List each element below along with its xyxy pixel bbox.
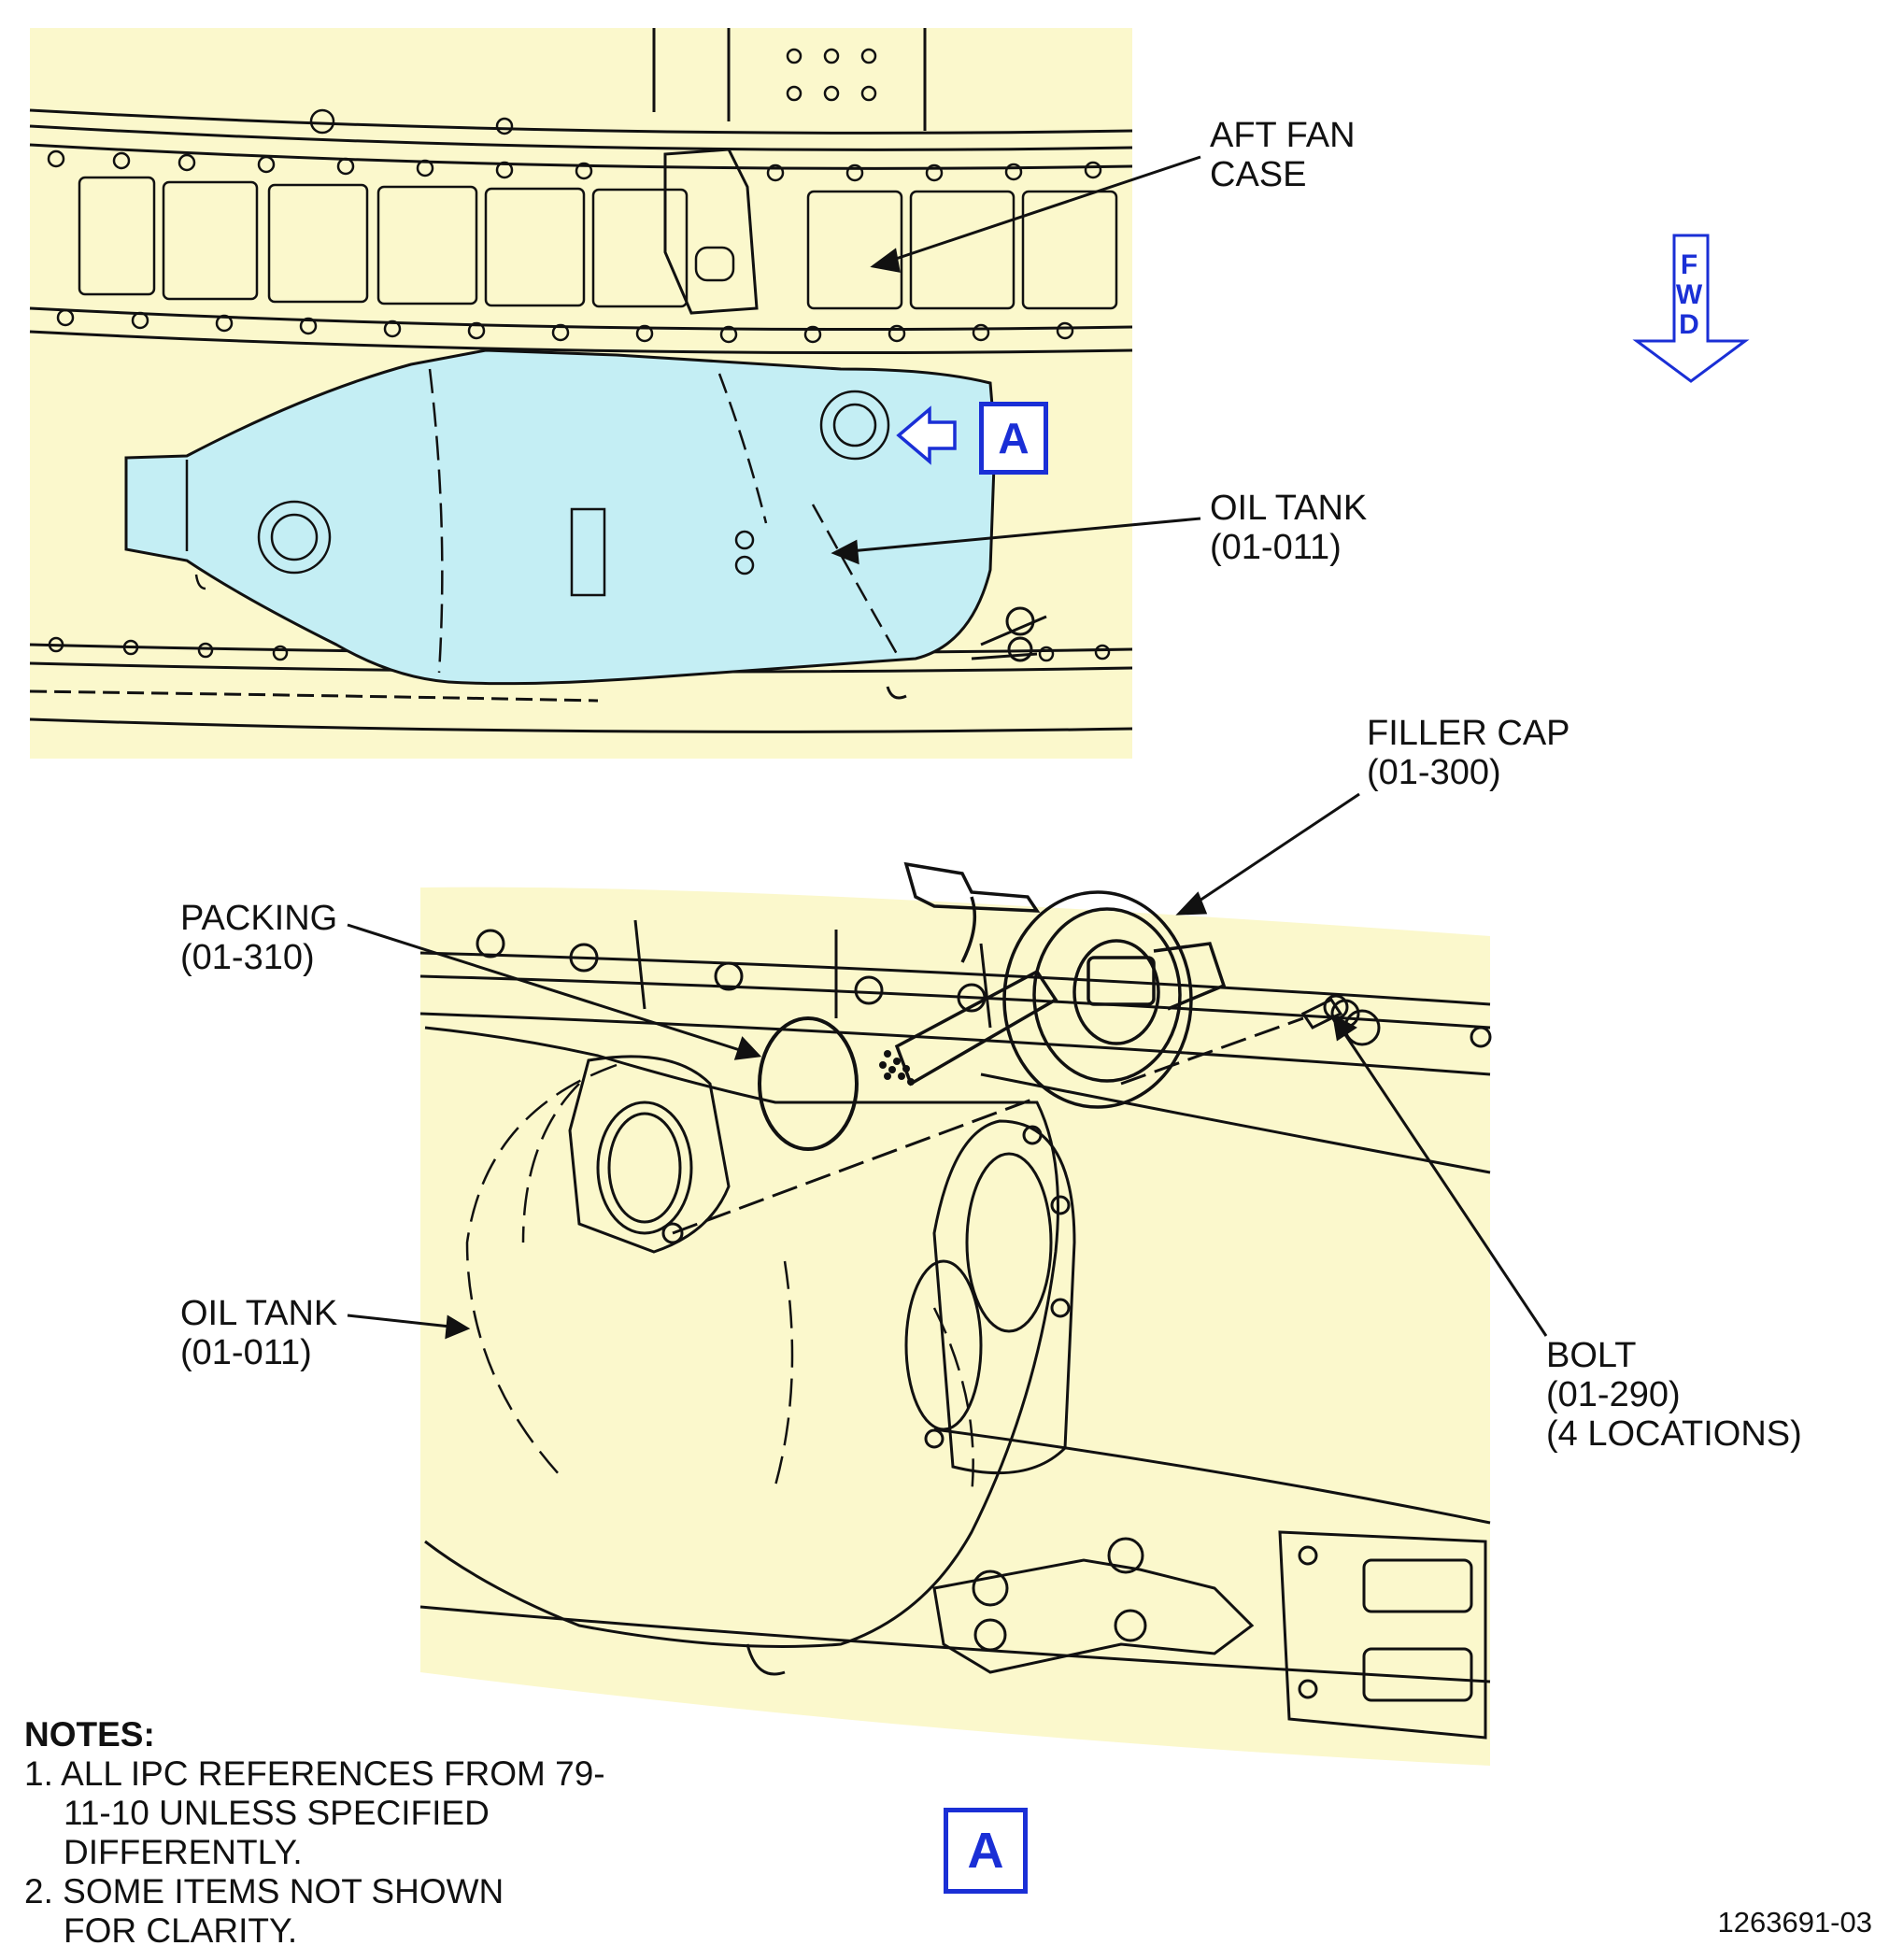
fwd-label: F W D — [1661, 250, 1717, 340]
fwd-letter: W — [1675, 279, 1703, 310]
fan-case-panels — [78, 176, 1118, 310]
callout-line: (4 LOCATIONS) — [1546, 1414, 1802, 1454]
tank-flanges — [568, 1055, 1076, 1475]
callout-line: FILLER CAP — [1367, 714, 1570, 753]
callout-line: (01-310) — [180, 938, 315, 977]
detail-view-panel — [420, 887, 1490, 1766]
callout-bolt: BOLT (01-290) (4 LOCATIONS) — [1546, 1336, 1802, 1454]
callout-line: PACKING — [180, 899, 338, 938]
fan-case-fasteners — [47, 48, 1111, 662]
view-a-label: A — [944, 1808, 1028, 1894]
view-a-marker: A — [979, 402, 1048, 475]
figure-number: 1263691-03 — [1717, 1906, 1873, 1939]
installation-lines — [672, 1016, 1304, 1235]
detail-view — [347, 792, 1548, 1766]
callout-line: (01-290) — [1546, 1375, 1681, 1414]
oil-tank-details — [185, 368, 899, 674]
callout-line: OIL TANK — [180, 1294, 338, 1333]
callout-line: CASE — [1210, 155, 1307, 194]
fwd-letter: F — [1680, 249, 1698, 280]
oil-tank-top-view — [124, 348, 997, 686]
callout-filler-cap: FILLER CAP (01-300) — [1367, 714, 1570, 792]
filler-screen — [879, 1050, 915, 1086]
callout-aft-fan-case: AFT FAN CASE — [1210, 116, 1356, 194]
tank-mount-link — [886, 606, 1047, 700]
note-item: 2. SOME ITEMS NOT SHOWN FOR CLARITY. — [24, 1872, 504, 1950]
callout-line: AFT FAN — [1210, 116, 1356, 155]
top-view-leaders — [831, 155, 1201, 565]
bracket-slot — [694, 246, 735, 282]
note-item: 1. ALL IPC REFERENCES FROM 79-11-10 UNLE… — [24, 1754, 605, 1871]
callout-line: (01-011) — [180, 1333, 312, 1372]
oil-tank-detail — [424, 1026, 1059, 1648]
callout-line: OIL TANK — [1210, 489, 1368, 528]
notes-heading: NOTES: — [24, 1715, 155, 1754]
detail-view-leaders — [347, 792, 1548, 1340]
callout-oil-tank-top: OIL TANK (01-011) — [1210, 489, 1367, 567]
callout-line: (01-011) — [1210, 528, 1342, 567]
top-view — [29, 28, 1201, 759]
fwd-letter: D — [1679, 309, 1699, 340]
callout-line: BOLT — [1546, 1336, 1637, 1375]
packing-ring — [758, 1016, 859, 1151]
notes-block: NOTES: 1. ALL IPC REFERENCES FROM 79-11-… — [24, 1715, 624, 1951]
detail-mount-link — [746, 1530, 1487, 1740]
view-a-pointer-arrow — [896, 405, 957, 465]
fwd-arrow — [1632, 234, 1750, 383]
callout-packing: PACKING (01-310) — [180, 899, 337, 977]
callout-line: (01-300) — [1367, 753, 1501, 792]
fan-case-bracket — [663, 148, 759, 315]
callout-oil-tank-detail: OIL TANK (01-011) — [180, 1294, 337, 1372]
detail-structure — [419, 919, 1491, 1683]
